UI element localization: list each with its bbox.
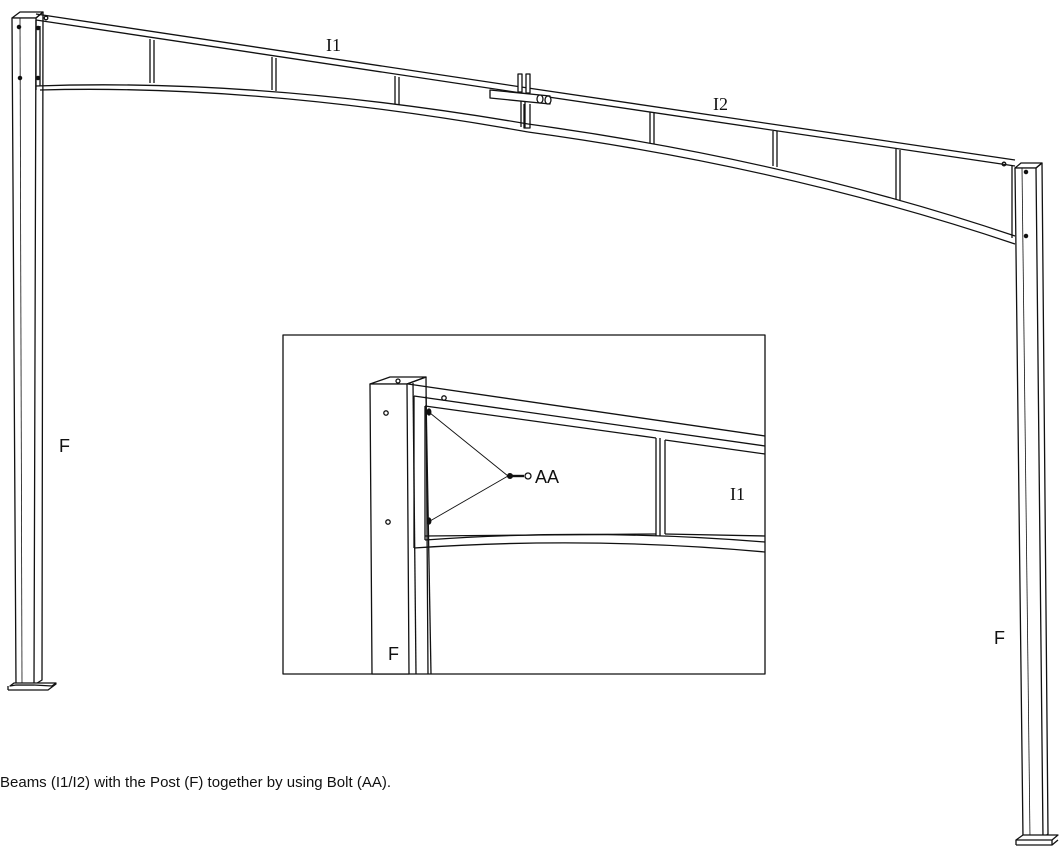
label-post-right: F [994, 628, 1005, 648]
beam-i1 [35, 13, 529, 133]
label-inset-bolt: AA [535, 467, 559, 487]
beam-i2 [527, 87, 1016, 245]
label-inset-beam: I1 [730, 484, 745, 504]
label-beam-i1: I1 [326, 35, 341, 55]
right-post [1014, 162, 1059, 846]
instruction-caption: Beams (I1/I2) with the Post (F) together… [0, 774, 391, 791]
label-beam-i2: I2 [713, 94, 728, 114]
detail-inset [282, 334, 766, 675]
center-connector [489, 73, 552, 129]
label-post-left: F [59, 436, 70, 456]
label-inset-post: F [388, 644, 399, 664]
left-post [7, 11, 57, 691]
